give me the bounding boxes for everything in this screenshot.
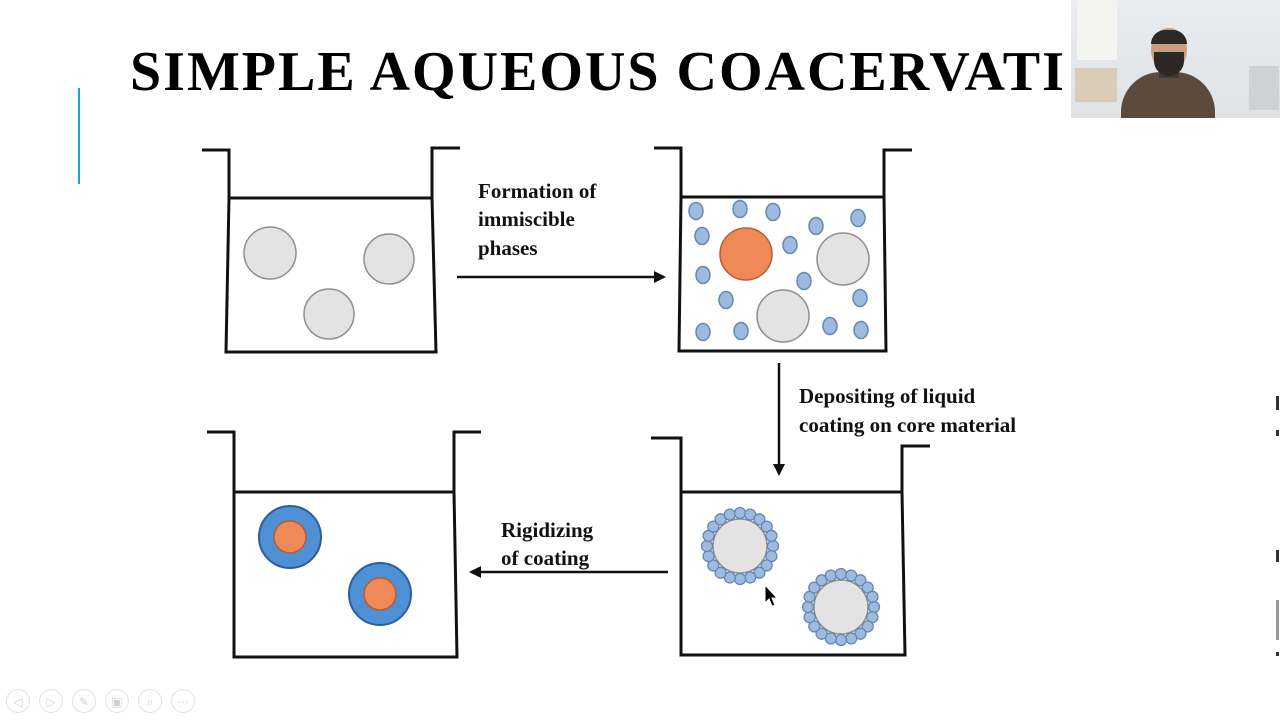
label-depositing: Depositing of liquid coating on core mat… — [799, 384, 1016, 437]
mouse-cursor-icon — [764, 583, 779, 607]
prev-icon[interactable]: ◁ — [6, 689, 30, 713]
coacervate-droplet — [765, 202, 781, 222]
coacervate-droplet — [808, 216, 824, 236]
coating-droplet — [766, 539, 780, 553]
coacervate-droplet — [852, 288, 868, 308]
beaker-rigidized-microcapsules — [207, 430, 481, 659]
coating-droplet — [733, 506, 747, 520]
coacervate-droplet — [718, 290, 734, 310]
coacervate-droplet — [853, 320, 869, 340]
coacervate-droplet — [822, 316, 838, 336]
coating-droplet — [808, 581, 821, 594]
coating-droplet — [845, 632, 858, 645]
zoom-icon[interactable]: ⌕ — [138, 689, 162, 713]
microcapsules — [258, 505, 412, 626]
label-rigidizing: Rigidizing of coating — [501, 518, 598, 570]
beaker-deposited-coating — [651, 436, 930, 657]
presenter-webcam-video — [1071, 0, 1280, 118]
edge-artifact — [1274, 390, 1280, 660]
coating-droplet — [861, 620, 874, 633]
coating-droplet — [707, 520, 720, 533]
coacervate-droplet — [732, 199, 748, 219]
more-icon[interactable]: ⋯ — [171, 689, 195, 713]
coating-droplet — [834, 567, 848, 581]
coating-droplet — [824, 569, 837, 582]
coating-droplet — [702, 550, 715, 563]
coacervate-droplet — [796, 271, 812, 291]
slide-accent-bar — [78, 88, 80, 184]
coating-droplet — [867, 600, 881, 614]
coating-droplet — [714, 566, 727, 579]
coating-droplet — [733, 572, 747, 586]
pen-icon[interactable]: ✎ — [72, 689, 96, 713]
coating-droplet — [803, 611, 816, 624]
slideshow-toolbar: ◁ ▷ ✎ ▣ ⌕ ⋯ — [6, 689, 195, 715]
coating-droplet — [744, 571, 757, 584]
coating-droplet — [815, 627, 828, 640]
coacervate-droplet — [782, 235, 798, 255]
core-particles-phase — [719, 227, 870, 343]
coacervate-droplet — [688, 201, 704, 221]
core-particles-initial — [243, 226, 415, 340]
coacervate-droplet — [733, 321, 749, 341]
coacervate-droplet — [850, 208, 866, 228]
coating-droplet — [753, 513, 766, 526]
slides-icon[interactable]: ▣ — [105, 689, 129, 713]
beaker-immiscible-phases — [654, 146, 912, 353]
coating-droplet — [723, 508, 736, 521]
coacervate-droplet — [695, 265, 711, 285]
beaker-initial — [202, 146, 460, 354]
coacervate-droplet — [694, 226, 710, 246]
coated-particles — [700, 506, 881, 647]
coating-droplet — [854, 574, 867, 587]
coating-droplet — [866, 590, 879, 603]
coating-droplet — [765, 529, 778, 542]
coating-droplet — [760, 559, 773, 572]
next-icon[interactable]: ▷ — [39, 689, 63, 713]
slide-title: SIMPLE AQUEOUS COACERVATI — [130, 41, 1066, 103]
coating-droplet — [801, 600, 815, 614]
label-formation: Formation of immiscible phases — [478, 179, 602, 260]
coacervate-droplet — [695, 322, 711, 342]
active-core-particle — [719, 227, 773, 281]
coating-droplet — [700, 539, 714, 553]
coating-droplet — [834, 633, 848, 647]
immiscible-droplets — [688, 199, 869, 342]
